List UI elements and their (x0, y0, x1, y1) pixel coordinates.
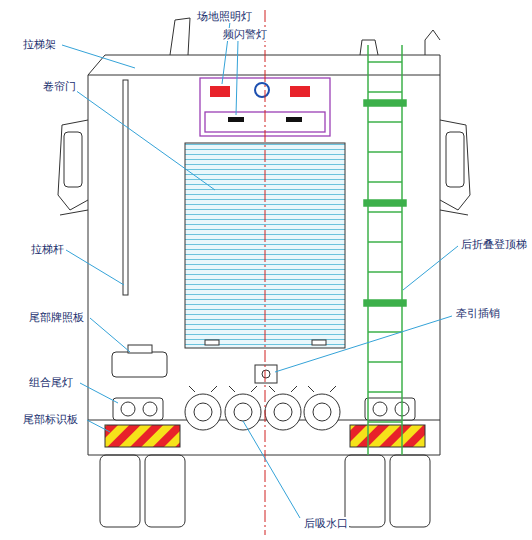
floodlight (290, 86, 310, 97)
drawing-part (368, 241, 402, 243)
drawing-part (365, 398, 415, 420)
reflective-plate (105, 425, 180, 447)
drawing-part (194, 403, 212, 421)
drawing-part (368, 211, 402, 213)
drawing-part (88, 75, 440, 76)
drawing-part (143, 402, 157, 416)
drawing-part (425, 30, 440, 55)
drawing-part (80, 383, 118, 403)
part-label: 尾部牌照板 (28, 311, 85, 324)
drawing-part (265, 394, 301, 430)
drawing-part (185, 394, 221, 430)
drawing-part (368, 391, 402, 393)
drawing-part (368, 331, 402, 333)
drawing-part (87, 420, 110, 432)
drawing-part (88, 55, 440, 455)
drawing-part (225, 394, 261, 430)
strobe-light (228, 117, 244, 122)
drawing-part (58, 120, 88, 210)
drawing-part (368, 271, 402, 273)
drawing-part (304, 394, 340, 430)
part-label: 拉梯杆 (30, 243, 65, 256)
drawing-part (205, 340, 219, 345)
logo (255, 83, 269, 97)
drawing-part (255, 365, 277, 383)
drawing-part (90, 318, 130, 352)
drawing-part (243, 421, 300, 518)
drawing-part (368, 61, 402, 63)
drawing-part (121, 402, 135, 416)
drawing-part (373, 402, 387, 416)
drawing-part (368, 121, 402, 123)
floodlight (210, 86, 230, 97)
drawing-part (170, 18, 190, 55)
truck-outline (58, 18, 470, 527)
drawing-part (189, 386, 336, 392)
drawing-part (368, 181, 402, 183)
drawing-part (262, 370, 270, 378)
drawing-part (145, 455, 185, 527)
drawing-part (440, 120, 470, 210)
drawing-part (364, 100, 406, 106)
drawing-part (128, 345, 152, 353)
drawing-part (364, 300, 406, 306)
part-label: 后折叠登顶梯 (460, 238, 528, 251)
drawing-part (75, 90, 215, 190)
drawing-part (274, 403, 292, 421)
drawing-part (312, 340, 326, 345)
drawing-part (446, 132, 464, 187)
drawing-part (113, 398, 163, 420)
drawing-part (364, 200, 406, 206)
drawing-part (360, 40, 378, 55)
drawing-part (368, 151, 402, 153)
drawing-part (100, 455, 140, 527)
drawing-part (368, 91, 402, 93)
part-label: 组合尾灯 (28, 376, 74, 389)
drawing-part (440, 210, 468, 215)
drawing-part (275, 316, 452, 372)
part-label: 尾部标识板 (22, 413, 79, 426)
part-label: 拉梯架 (22, 38, 57, 51)
drawing-part (123, 80, 128, 295)
center-line (265, 10, 266, 535)
strobe-light (286, 117, 302, 122)
water-inlets (185, 386, 340, 430)
drawing-part (64, 132, 82, 187)
drawing-part (368, 361, 402, 363)
drawing-part (313, 403, 331, 421)
drawing-part (62, 45, 135, 68)
folding-ladder (364, 45, 406, 455)
part-label: 场地照明灯 (196, 10, 253, 23)
drawing-part (368, 421, 402, 423)
drawing-part (403, 246, 458, 290)
drawing-part (345, 455, 385, 527)
leader-lines (62, 22, 458, 518)
drawing-part (112, 352, 167, 377)
drawing-part (236, 40, 238, 115)
part-label: 牵引插销 (455, 307, 501, 320)
drawing-part (66, 250, 124, 285)
part-label: 卷帘门 (42, 80, 77, 93)
drawing-part (234, 403, 252, 421)
reflective-plate (350, 425, 425, 447)
drawing-part (390, 455, 430, 527)
part-label: 频闪警灯 (222, 28, 268, 41)
drawing-part (60, 210, 88, 215)
part-label: 后吸水口 (303, 517, 349, 530)
